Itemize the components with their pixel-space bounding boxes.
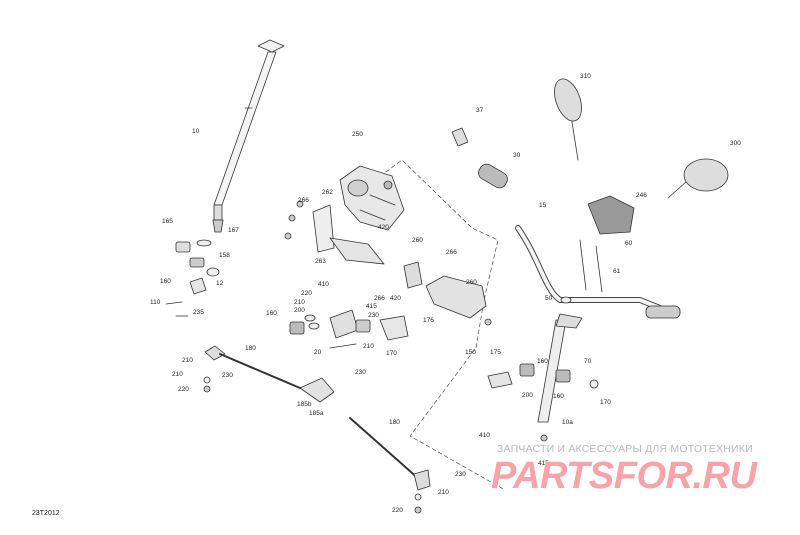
support-bracket <box>403 261 492 326</box>
part-label: 266 <box>446 249 457 256</box>
part-label: 70 <box>584 358 592 365</box>
part-label: 300 <box>730 140 741 147</box>
watermark-logo: PARTSFOR.RU <box>491 455 757 497</box>
part-label: 60 <box>625 240 633 247</box>
watermark-tagline: ЗАПЧАСТИ И АКСЕССУАРЫ ДЛЯ МОТОТЕХНИКИ <box>497 443 753 455</box>
part-label: 176 <box>423 317 434 324</box>
part-label: 266 <box>298 197 309 204</box>
part-label: 180 <box>389 419 400 426</box>
part-label: 260 <box>466 279 477 286</box>
part-label: 262 <box>322 189 333 196</box>
part-label: 230 <box>355 369 366 376</box>
part-label: 180 <box>245 345 256 352</box>
part-label: 266 <box>374 295 385 302</box>
part-label: 200 <box>294 307 305 314</box>
part-label: 150 <box>465 349 476 356</box>
part-label: 210 <box>182 357 193 364</box>
part-label: 210 <box>172 371 183 378</box>
part-label: 220 <box>178 386 189 393</box>
part-label: 210 <box>363 343 374 350</box>
part-label: 263 <box>315 258 326 265</box>
lower-column <box>487 313 599 442</box>
diagram-reference-code: 23T2012 <box>32 510 60 517</box>
part-label: 420 <box>378 224 389 231</box>
part-label: 310 <box>580 73 591 80</box>
part-label: 170 <box>386 350 397 357</box>
part-label: 210 <box>294 299 305 306</box>
part-label: 160 <box>537 358 548 365</box>
part-label: 15 <box>539 202 547 209</box>
pitman-arm-parts <box>289 309 409 349</box>
part-label: 165 <box>162 218 173 225</box>
part-label: 220 <box>392 507 403 514</box>
tie-rods <box>203 345 431 514</box>
part-label: 160 <box>266 310 277 317</box>
part-label: 230 <box>222 372 233 379</box>
part-label: 415 <box>538 460 549 467</box>
part-label: 30 <box>513 152 521 159</box>
part-label: 185b <box>297 401 312 408</box>
part-label: 61 <box>613 268 621 275</box>
part-label: 175 <box>490 349 501 356</box>
part-label: 110 <box>150 299 161 306</box>
part-label: 50 <box>545 295 553 302</box>
part-label: 235 <box>193 309 204 316</box>
power-steering-unit <box>339 165 405 231</box>
part-label: 230 <box>368 312 379 319</box>
part-label: 160 <box>160 278 171 285</box>
part-label: 170 <box>600 399 611 406</box>
part-label: 200 <box>522 392 533 399</box>
part-label: 37 <box>476 107 484 114</box>
part-label: 20 <box>314 349 322 356</box>
part-label: 250 <box>352 131 363 138</box>
mirror-right <box>667 158 729 199</box>
part-label: 410 <box>318 281 329 288</box>
part-label: 10a <box>562 419 573 426</box>
bolts <box>560 239 603 304</box>
part-label: 185a <box>309 410 324 417</box>
part-label: 10 <box>192 128 200 135</box>
column-brackets <box>165 239 220 317</box>
part-label: 12 <box>216 280 224 287</box>
part-label: 415 <box>366 303 377 310</box>
part-label: 246 <box>636 192 647 199</box>
handlebar <box>515 225 681 319</box>
part-label: 410 <box>479 432 490 439</box>
part-label: 210 <box>438 489 449 496</box>
handlebar-cover <box>587 195 635 235</box>
mirror-left <box>554 78 582 161</box>
part-label: 230 <box>455 471 466 478</box>
steering-column <box>212 39 285 233</box>
part-label: 420 <box>390 295 401 302</box>
mount-bracket <box>284 200 385 265</box>
part-label: 167 <box>228 227 239 234</box>
part-label: 160 <box>553 393 564 400</box>
grip-parts <box>451 127 508 189</box>
part-label: 260 <box>412 237 423 244</box>
part-label: 220 <box>301 290 312 297</box>
part-label: 158 <box>219 252 230 259</box>
